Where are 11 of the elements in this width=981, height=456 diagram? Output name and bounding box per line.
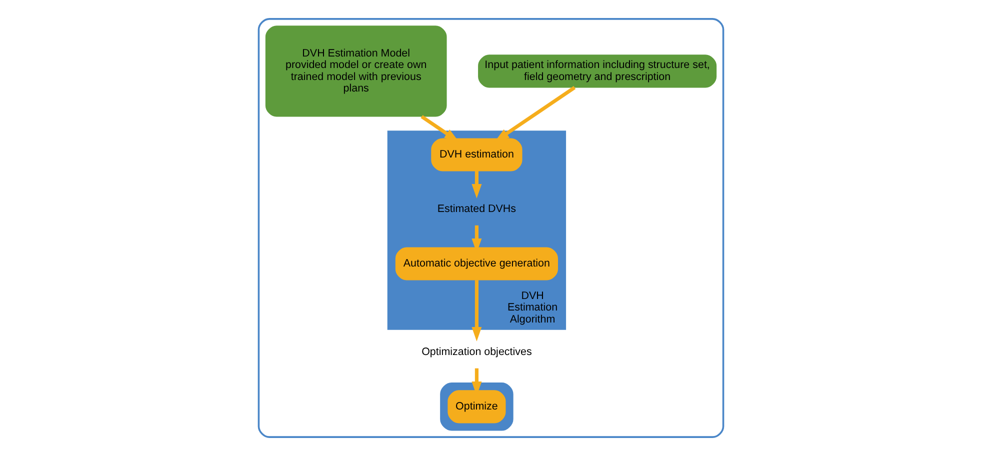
node-text: Estimated DVHs	[436, 203, 516, 216]
cluster	[257, 18, 724, 438]
node-box: DVH Estimation Model provided model or create own trained model with previous plans	[264, 26, 446, 117]
node-box: Input patient information including structure set, field geometry and prescription	[478, 54, 716, 88]
cluster	[440, 382, 513, 431]
arrow	[471, 280, 482, 342]
node-box: Automatic objective generation	[394, 247, 558, 280]
node-box: Optimize	[447, 390, 506, 424]
node-text: Optimization objectives	[421, 346, 532, 358]
node-box: DVH estimation	[430, 138, 522, 172]
arrow	[471, 170, 482, 198]
